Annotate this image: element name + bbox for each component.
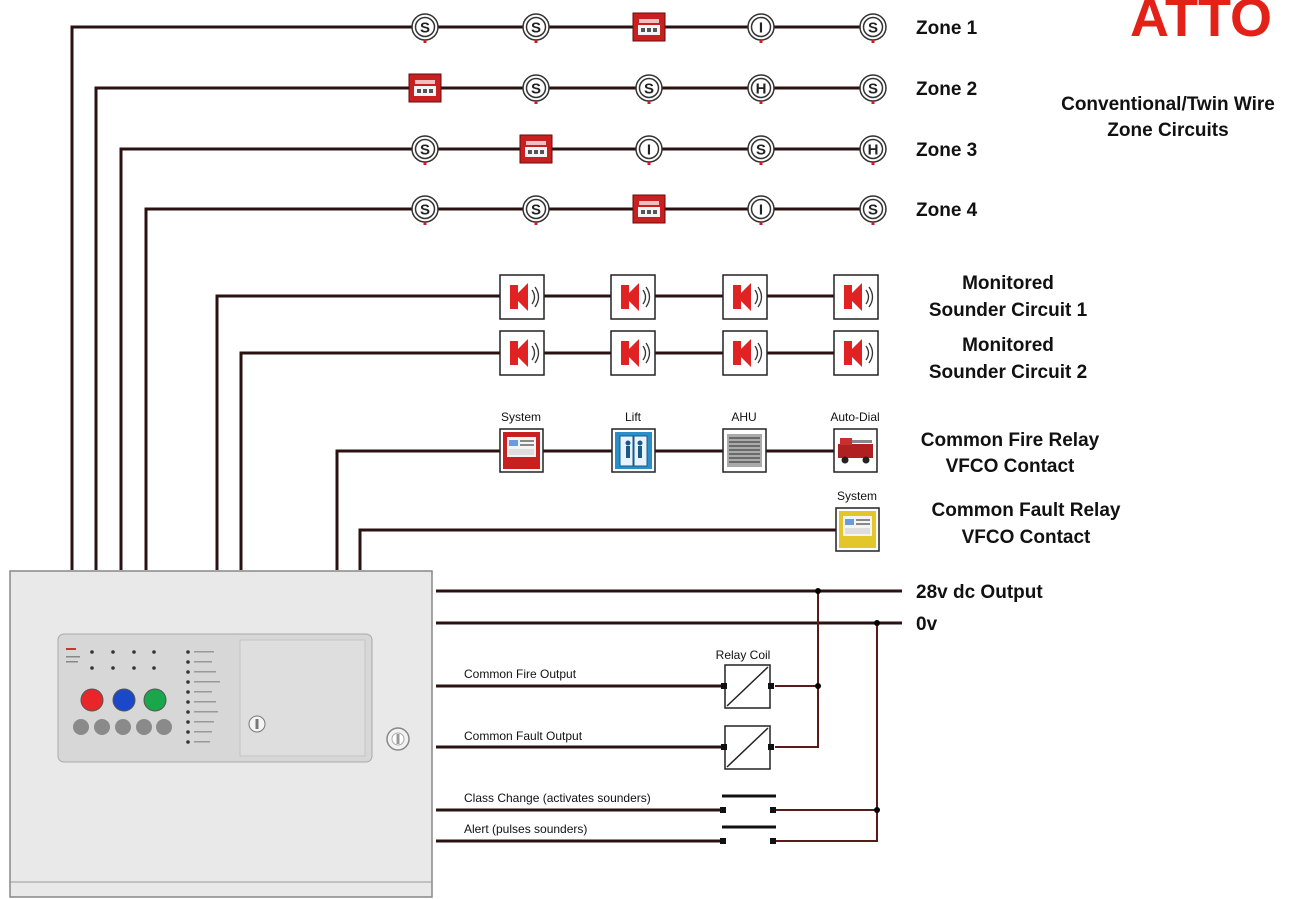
- smoke-detector-icon: S: [859, 74, 887, 104]
- sounder-icon: [833, 274, 879, 320]
- manual-call-point-icon: [632, 12, 666, 42]
- detector-code: I: [759, 202, 763, 219]
- sounder-circuit-1-line1: Monitored: [962, 273, 1054, 294]
- sounder-icon: [610, 274, 656, 320]
- heat-detector-icon: H: [747, 74, 775, 104]
- panel-leds: [66, 648, 156, 670]
- manual-call-point-icon: [632, 194, 666, 224]
- fire-relay-autodial-label: Auto-Dial: [830, 410, 879, 424]
- fault-output-label: Common Fault Output: [464, 729, 583, 743]
- fire-relay-devices: System Lift AHU: [499, 410, 880, 473]
- panel-control-button-2: [112, 688, 136, 712]
- detector-code: S: [868, 81, 878, 98]
- detector-code: S: [531, 20, 541, 37]
- sounder-icon: [722, 330, 768, 376]
- panel-control-button-3: [143, 688, 167, 712]
- relay-coil-label: Relay Coil: [716, 648, 771, 662]
- fire-relay-line1: Common Fire Relay: [921, 430, 1100, 451]
- detector-code: S: [531, 202, 541, 219]
- panel-lock-icon: [386, 727, 410, 751]
- sounder-icon: [499, 330, 545, 376]
- fault-relay-line1: Common Fault Relay: [932, 500, 1121, 521]
- brand-logo: ATTO: [1130, 0, 1272, 48]
- fire-alarm-control-panel: [9, 570, 433, 898]
- zone-label-1: Zone 1: [916, 18, 978, 39]
- sounder-devices: [499, 274, 879, 376]
- sounder-icon: [610, 330, 656, 376]
- fire-relay-line2: VFCO Contact: [946, 456, 1075, 477]
- zero-volt-label: 0v: [916, 614, 938, 635]
- heat-detector-icon: H: [859, 135, 887, 165]
- manual-call-point-icon: [519, 134, 553, 164]
- fire-relay-lift-label: Lift: [625, 410, 642, 424]
- sounder-icon: [833, 330, 879, 376]
- detector-code: S: [531, 81, 541, 98]
- detector-code: S: [420, 202, 430, 219]
- smoke-detector-icon: S: [522, 195, 550, 225]
- ahu-icon: [722, 428, 767, 473]
- class-change-contact-icon: [720, 794, 776, 813]
- fire-relay-ahu-label: AHU: [731, 410, 756, 424]
- smoke-detector-icon: S: [635, 74, 663, 104]
- detector-code: S: [868, 20, 878, 37]
- smoke-detector-icon: S: [522, 13, 550, 43]
- sounder-circuit-1-line2: Sounder Circuit 1: [929, 300, 1088, 321]
- smoke-detector-icon: S: [859, 13, 887, 43]
- detector-code: S: [644, 81, 654, 98]
- smoke-detector-icon: S: [522, 74, 550, 104]
- zone-label-2: Zone 2: [916, 79, 977, 100]
- zone-label-4: Zone 4: [916, 200, 978, 221]
- detector-code: S: [420, 20, 430, 37]
- manual-call-point-icon: [408, 73, 442, 103]
- fault-relay-line2: VFCO Contact: [962, 527, 1091, 548]
- class-change-label: Class Change (activates sounders): [464, 791, 651, 805]
- detector-code: I: [647, 142, 651, 159]
- system-panel-icon: [499, 428, 544, 473]
- zone-devices: S S I S S S H S S I S H S S I S: [408, 12, 887, 225]
- sounder-icon: [499, 274, 545, 320]
- fire-output-label: Common Fire Output: [464, 667, 577, 681]
- sounder-icon: [722, 274, 768, 320]
- fire-relay-system-label: System: [501, 410, 541, 424]
- panel-keypad: [73, 719, 172, 735]
- ionisation-detector-icon: I: [635, 135, 663, 165]
- zone-label-3: Zone 3: [916, 140, 977, 161]
- fault-relay-system-label: System: [837, 489, 877, 503]
- ionisation-detector-icon: I: [747, 13, 775, 43]
- smoke-detector-icon: S: [747, 135, 775, 165]
- detector-code: S: [868, 202, 878, 219]
- fault-system-panel-icon: [835, 507, 880, 552]
- panel-control-button-1: [80, 688, 104, 712]
- smoke-detector-icon: S: [411, 135, 439, 165]
- relay-coil-2-icon: [721, 725, 774, 770]
- sounder-circuit-2-line2: Sounder Circuit 2: [929, 362, 1087, 383]
- lift-icon: [611, 428, 656, 473]
- sounder-circuit-2-line1: Monitored: [962, 335, 1054, 356]
- detector-code: I: [759, 20, 763, 37]
- ionisation-detector-icon: I: [747, 195, 775, 225]
- detector-code: H: [868, 142, 879, 159]
- detector-code: S: [756, 142, 766, 159]
- smoke-detector-icon: S: [411, 195, 439, 225]
- zone-title-line2: Zone Circuits: [1107, 120, 1228, 141]
- detector-code: S: [420, 142, 430, 159]
- zone-labels: Zone 1 Zone 2 Zone 3 Zone 4: [916, 18, 978, 221]
- fire-engine-icon: [833, 428, 878, 473]
- smoke-detector-icon: S: [859, 195, 887, 225]
- zone-wires: [70, 25, 880, 570]
- zone-title-line1: Conventional/Twin Wire: [1061, 94, 1275, 115]
- smoke-detector-icon: S: [411, 13, 439, 43]
- dc-output-label: 28v dc Output: [916, 582, 1043, 603]
- panel-key-switch-icon: [248, 715, 266, 733]
- alert-label: Alert (pulses sounders): [464, 822, 587, 836]
- detector-code: H: [756, 81, 767, 98]
- status-led-column: [186, 650, 220, 744]
- relay-coil-1-icon: [721, 664, 774, 709]
- output-wiring: [436, 588, 902, 843]
- alert-contact-icon: [720, 825, 776, 844]
